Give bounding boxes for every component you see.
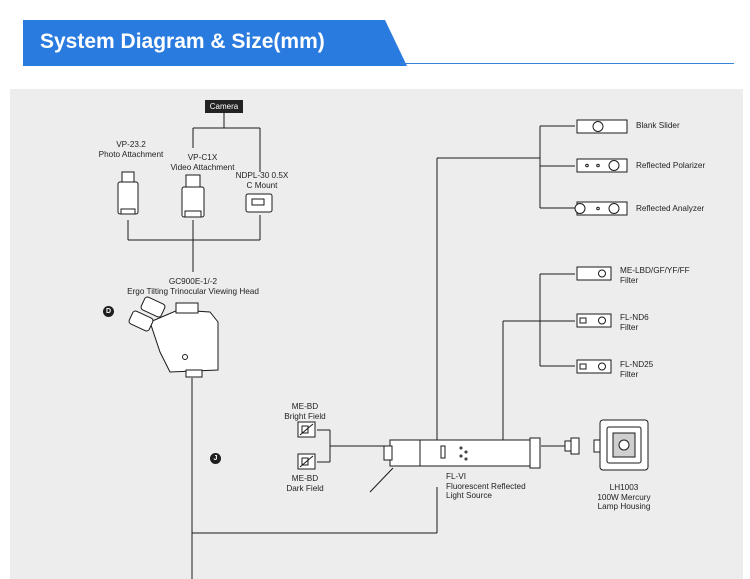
me-lbd-type: Filter — [620, 275, 639, 285]
dark-field-model: ME-BD — [291, 474, 319, 483]
fl-nd25-model: FL-ND25 — [620, 360, 654, 369]
dark-field-type: Dark Field — [286, 483, 324, 493]
light-source-description: Fluorescent Reflected — [446, 481, 526, 491]
light-source-description-2: Light Source — [446, 491, 492, 500]
lamp-model: LH1003 — [609, 483, 639, 492]
fl-nd25-type: Filter — [620, 369, 639, 379]
marker-j: J — [210, 453, 221, 464]
reflected-polarizer-label: Reflected Polarizer — [636, 161, 706, 170]
ndpl-description: C Mount — [246, 180, 278, 190]
reflected-polarizer-icon — [576, 158, 628, 173]
marker-d: D — [103, 306, 114, 317]
light-source-icon — [383, 437, 541, 469]
reflected-analyzer-label: Reflected Analyzer — [636, 204, 705, 213]
fl-nd25-filter-icon — [576, 359, 612, 374]
bright-field-type: Bright Field — [284, 411, 326, 421]
vpc1x-model: VP-C1X — [187, 153, 218, 162]
lamp-housing-icon — [564, 419, 649, 471]
me-lbd-filter-icon — [576, 266, 612, 281]
viewing-head-description: Ergo Tilting Trinocular Viewing Head — [127, 286, 259, 296]
vp23-description: Photo Attachment — [98, 149, 164, 159]
viewing-head-label: GC900E-1/-2 Ergo Tilting Trinocular View… — [110, 277, 276, 296]
viewing-head-model: GC900E-1/-2 — [168, 277, 218, 286]
bright-field-cube-icon — [297, 421, 316, 438]
lamp-housing-label: LH1003 100W Mercury Lamp Housing — [584, 483, 664, 512]
vpc1x-label: VP-C1X Video Attachment — [155, 153, 250, 172]
light-source-label: FL-VI Fluorescent Reflected Light Source — [446, 472, 526, 501]
reflected-analyzer-icon — [574, 201, 628, 216]
vp23-model: VP-23.2 — [116, 140, 146, 149]
me-lbd-model: ME-LBD/GF/YF/FF — [620, 266, 690, 275]
blank-slider-icon — [576, 119, 628, 134]
vpc1x-description: Video Attachment — [170, 162, 235, 172]
lamp-description: 100W Mercury — [597, 492, 651, 502]
title-banner — [23, 20, 407, 66]
ndpl-model: NDPL-30 0.5X — [235, 171, 289, 180]
fl-nd6-type: Filter — [620, 322, 639, 332]
fl-nd6-filter-label: FL-ND6 Filter — [620, 313, 649, 332]
vp23-label: VP-23.2 Photo Attachment — [86, 140, 176, 159]
blank-slider-label: Blank Slider — [636, 121, 680, 130]
page-title: System Diagram & Size(mm) — [40, 30, 325, 53]
fl-nd25-filter-label: FL-ND25 Filter — [620, 360, 653, 379]
camera-label: Camera — [205, 100, 243, 113]
fl-nd6-model: FL-ND6 — [620, 313, 649, 322]
video-attachment-icon — [181, 174, 205, 218]
bright-field-model: ME-BD — [291, 402, 319, 411]
dark-field-cube-icon — [297, 453, 316, 470]
viewing-head-icon — [128, 296, 219, 378]
c-mount-icon — [245, 193, 273, 213]
photo-attachment-icon — [117, 171, 139, 215]
header-rule — [400, 63, 734, 64]
lamp-description-2: Lamp Housing — [597, 502, 651, 511]
dark-field-label: ME-BD Dark Field — [272, 474, 338, 493]
light-source-model: FL-VI — [446, 472, 467, 481]
bright-field-label: ME-BD Bright Field — [272, 402, 338, 421]
fl-nd6-filter-icon — [576, 313, 612, 328]
ndpl-label: NDPL-30 0.5X C Mount — [222, 171, 302, 190]
me-lbd-filter-label: ME-LBD/GF/YF/FF Filter — [620, 266, 690, 285]
